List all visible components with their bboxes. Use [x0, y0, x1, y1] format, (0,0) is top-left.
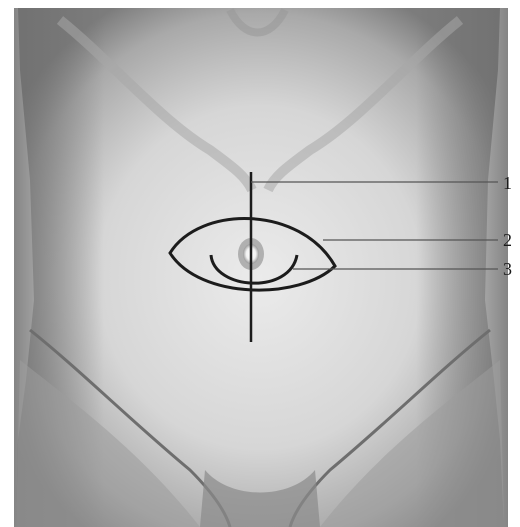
callout-1: 1	[503, 173, 512, 193]
callout-3: 3	[503, 259, 512, 279]
callout-2: 2	[503, 230, 512, 250]
torso-illustration	[14, 8, 508, 527]
